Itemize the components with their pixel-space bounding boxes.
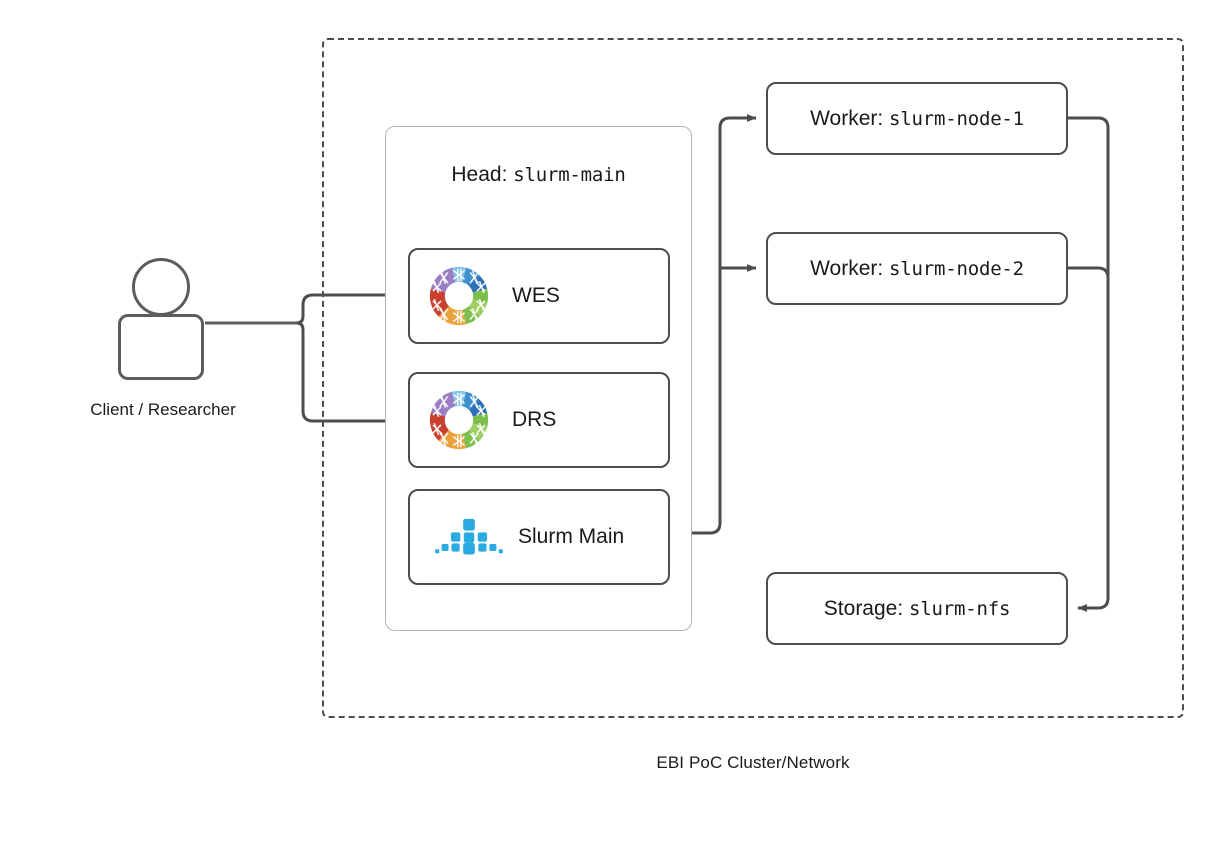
client-researcher-actor[interactable] <box>118 258 208 380</box>
node-prefix-worker-1: Worker: <box>810 106 890 130</box>
client-researcher-label: Client / Researcher <box>90 400 236 419</box>
service-label-wes: WES <box>512 284 560 307</box>
head-node-title: Head: slurm-main <box>385 163 692 187</box>
ga4gh-logo-icon <box>429 266 489 326</box>
node-prefix-worker-2: Worker: <box>810 256 890 280</box>
node-hostname-worker-1: slurm-node-1 <box>889 107 1024 130</box>
service-box-wes[interactable]: WES <box>408 248 670 344</box>
person-head-icon <box>132 258 190 316</box>
node-box-worker-2[interactable]: Worker: slurm-node-2 <box>766 232 1068 305</box>
cluster-caption: EBI PoC Cluster/Network <box>656 753 850 772</box>
slurm-logo-icon <box>435 518 503 555</box>
service-box-slurm-main[interactable]: Slurm Main <box>408 489 670 585</box>
node-label-storage: Storage: slurm-nfs <box>823 596 1011 621</box>
service-label-slurm-main: Slurm Main <box>518 525 625 548</box>
node-label-worker-2: Worker: slurm-node-2 <box>810 257 1024 281</box>
ga4gh-logo-icon <box>429 390 489 450</box>
node-hostname-storage: slurm-nfs <box>909 597 1011 620</box>
head-node-title-prefix: Head: <box>451 163 514 186</box>
node-prefix-storage: Storage: <box>823 596 910 620</box>
service-label-drs: DRS <box>512 408 557 431</box>
person-body-icon <box>118 314 204 380</box>
head-node-hostname: slurm-main <box>513 164 626 186</box>
cluster-boundary <box>322 38 1184 718</box>
service-box-drs[interactable]: DRS <box>408 372 670 468</box>
node-label-worker-1: Worker: slurm-node-1 <box>810 107 1024 131</box>
node-box-worker-1[interactable]: Worker: slurm-node-1 <box>766 82 1068 155</box>
node-hostname-worker-2: slurm-node-2 <box>889 257 1024 280</box>
node-box-storage[interactable]: Storage: slurm-nfs <box>766 572 1068 645</box>
